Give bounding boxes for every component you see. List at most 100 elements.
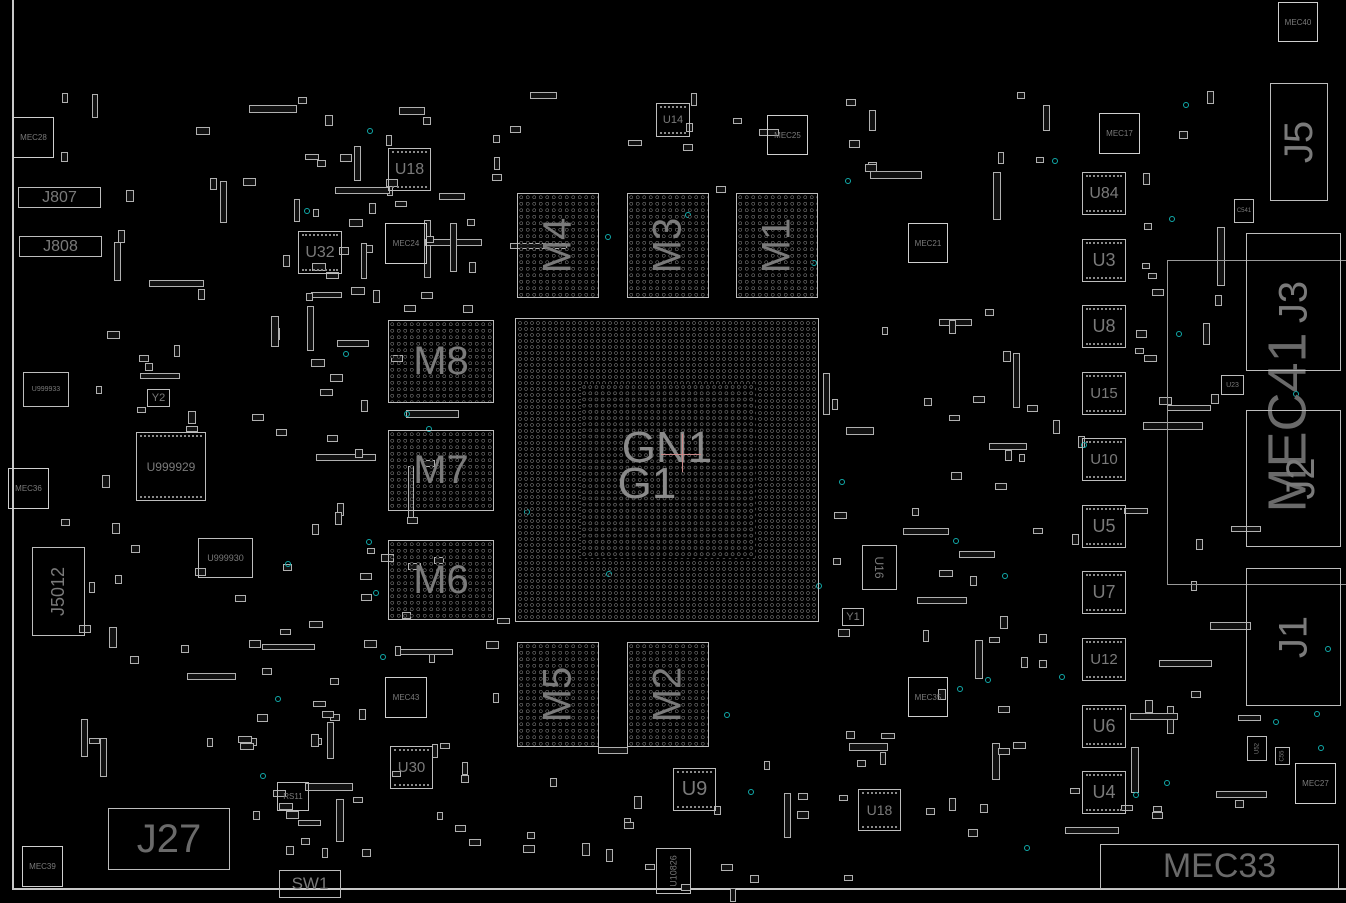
component-j1[interactable]: J1 bbox=[1246, 568, 1341, 706]
component-mec41[interactable]: MEC41 bbox=[1167, 260, 1346, 585]
component-u9[interactable]: U9 bbox=[673, 768, 716, 811]
passive-component bbox=[251, 413, 264, 421]
passive-component bbox=[634, 796, 643, 809]
component-rs11[interactable]: RS11 bbox=[277, 782, 309, 811]
passive-component bbox=[395, 200, 408, 207]
passive-component bbox=[310, 291, 343, 299]
via-marker bbox=[1051, 157, 1058, 164]
passive-component bbox=[998, 747, 1010, 755]
component-mec36[interactable]: MEC36 bbox=[8, 468, 49, 509]
passive-component bbox=[1143, 222, 1153, 231]
component-u23[interactable]: U23 bbox=[1221, 375, 1244, 395]
component-label: SW1 bbox=[291, 874, 329, 893]
component-u52[interactable]: U52 bbox=[1247, 736, 1267, 761]
component-mec35[interactable]: MEC35 bbox=[908, 677, 948, 717]
passive-component bbox=[1215, 295, 1222, 307]
component-label: U999930 bbox=[207, 553, 244, 563]
component-u5[interactable]: U5 bbox=[1082, 505, 1126, 548]
component-u6[interactable]: U6 bbox=[1082, 705, 1126, 748]
component-u12[interactable]: U12 bbox=[1082, 638, 1126, 681]
passive-component bbox=[349, 219, 363, 228]
passive-component bbox=[235, 595, 246, 602]
component-y2[interactable]: Y2 bbox=[147, 389, 170, 407]
passive-component bbox=[350, 287, 365, 296]
component-mec28[interactable]: MEC28 bbox=[13, 117, 54, 158]
passive-component bbox=[335, 512, 343, 525]
component-u30[interactable]: U30 bbox=[390, 746, 433, 789]
component-c55[interactable]: C55 bbox=[1275, 747, 1290, 765]
passive-component bbox=[949, 798, 956, 812]
passive-component bbox=[312, 208, 320, 218]
component-j808[interactable]: J808 bbox=[19, 236, 102, 257]
passive-component bbox=[125, 189, 134, 202]
passive-component bbox=[305, 292, 314, 302]
passive-component bbox=[352, 796, 364, 804]
component-m6[interactable]: M6 bbox=[388, 540, 494, 620]
passive-component bbox=[993, 171, 1001, 220]
passive-component bbox=[1135, 347, 1145, 355]
passive-component bbox=[309, 621, 323, 629]
component-j2[interactable]: J2 bbox=[1246, 410, 1341, 547]
passive-component bbox=[421, 292, 433, 299]
component-label: J2 bbox=[1279, 457, 1323, 500]
component-u18-top[interactable]: U18 bbox=[388, 148, 431, 191]
component-gn1[interactable]: GN1 G1 bbox=[515, 318, 819, 622]
component-m3[interactable]: M3 bbox=[627, 193, 709, 298]
component-u10826[interactable]: U10826 bbox=[656, 848, 691, 894]
component-u999933[interactable]: U999933 bbox=[23, 372, 69, 407]
component-j5012[interactable]: J5012 bbox=[32, 547, 85, 636]
component-u7[interactable]: U7 bbox=[1082, 571, 1126, 614]
component-j27[interactable]: J27 bbox=[108, 808, 230, 870]
passive-component bbox=[279, 802, 293, 811]
component-mec25[interactable]: MEC25 bbox=[767, 115, 808, 155]
passive-component bbox=[1215, 791, 1267, 798]
passive-component bbox=[117, 229, 125, 243]
component-u4[interactable]: U4 bbox=[1082, 771, 1126, 814]
via-marker bbox=[1292, 390, 1299, 397]
component-u14[interactable]: U14 bbox=[656, 103, 690, 137]
component-m8[interactable]: M8 bbox=[388, 320, 494, 403]
passive-component bbox=[938, 569, 953, 578]
passive-component bbox=[682, 143, 694, 152]
component-u8[interactable]: U8 bbox=[1082, 305, 1126, 348]
component-u84[interactable]: U84 bbox=[1082, 172, 1126, 215]
component-mec27[interactable]: MEC27 bbox=[1295, 763, 1336, 804]
component-u10[interactable]: U10 bbox=[1082, 438, 1126, 481]
component-mec39[interactable]: MEC39 bbox=[22, 846, 63, 887]
component-m5[interactable]: M5 bbox=[517, 642, 599, 747]
component-mec43[interactable]: MEC43 bbox=[385, 677, 427, 718]
component-mec24[interactable]: MEC24 bbox=[385, 223, 427, 264]
component-sw1[interactable]: SW1 bbox=[279, 870, 341, 898]
passive-component bbox=[330, 373, 343, 382]
component-m7[interactable]: M7 bbox=[388, 430, 494, 511]
component-j5[interactable]: J5 bbox=[1270, 83, 1328, 201]
component-mec21[interactable]: MEC21 bbox=[908, 223, 948, 263]
component-u999930[interactable]: U999930 bbox=[198, 538, 253, 578]
component-y1[interactable]: Y1 bbox=[842, 608, 864, 626]
component-j3[interactable]: J3 bbox=[1246, 233, 1341, 371]
component-u16[interactable]: U16 bbox=[862, 545, 897, 590]
passive-component bbox=[1065, 826, 1119, 834]
passive-component bbox=[130, 656, 140, 665]
passive-component bbox=[846, 99, 857, 106]
component-c541[interactable]: C541 bbox=[1234, 199, 1254, 223]
component-mec40[interactable]: MEC40 bbox=[1278, 2, 1318, 42]
component-mec17[interactable]: MEC17 bbox=[1099, 113, 1140, 154]
component-j807[interactable]: J807 bbox=[18, 187, 101, 208]
passive-component bbox=[394, 645, 401, 656]
passive-component bbox=[949, 414, 960, 422]
component-u18-bottom[interactable]: U18 bbox=[858, 789, 901, 831]
component-m1[interactable]: M1 bbox=[736, 193, 818, 298]
component-u15[interactable]: U15 bbox=[1082, 372, 1126, 415]
component-u32[interactable]: U32 bbox=[298, 231, 342, 274]
component-label: U999929 bbox=[146, 459, 196, 474]
passive-component bbox=[115, 574, 123, 584]
component-u999929[interactable]: U999929 bbox=[136, 432, 206, 501]
component-m4[interactable]: M4 bbox=[517, 193, 599, 298]
component-m2[interactable]: M2 bbox=[627, 642, 709, 747]
passive-component bbox=[220, 180, 228, 224]
component-u3[interactable]: U3 bbox=[1082, 239, 1126, 282]
passive-component bbox=[527, 831, 536, 840]
component-label-alt: G1 bbox=[617, 459, 677, 508]
component-mec33[interactable]: MEC33 bbox=[1100, 844, 1339, 889]
